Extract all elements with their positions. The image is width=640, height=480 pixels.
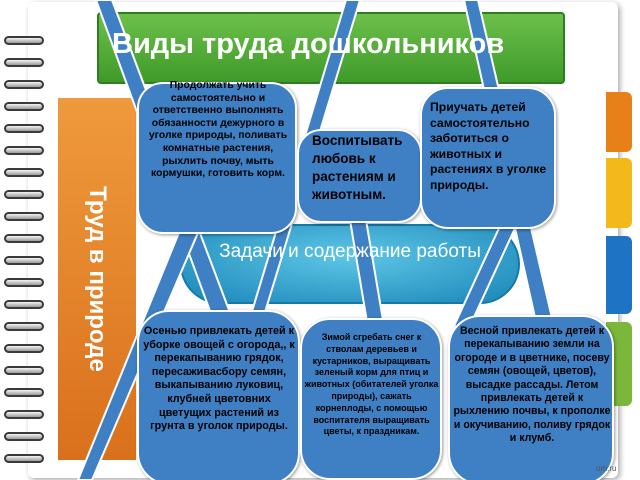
- spiral-ring: [4, 344, 44, 353]
- watermark: om.ru: [596, 464, 617, 473]
- callout-bottom-right-text: Весной привлекать детей к перекапыванию …: [453, 325, 611, 445]
- spiral-ring: [4, 322, 44, 331]
- callout-top-right-text: Приучать детей самостоятельно заботиться…: [430, 100, 547, 192]
- spiral-ring: [4, 36, 44, 45]
- callout-bottom-right: [448, 315, 614, 480]
- callout-bottom-left: [137, 310, 300, 480]
- spiral-ring: [4, 234, 44, 243]
- callout-top-right: [420, 87, 556, 229]
- spiral-ring: [4, 190, 44, 199]
- spiral-ring: [4, 388, 44, 397]
- spiral-ring: [4, 366, 44, 375]
- spiral-ring: [4, 80, 44, 89]
- tab-blue: [606, 236, 632, 314]
- spiral-ring: [4, 300, 44, 309]
- spiral-ring: [4, 432, 44, 441]
- page-title: Виды труда дошкольников: [112, 28, 505, 60]
- callout-top-middle-text: Воспитывать любовь к растениям и животны…: [312, 133, 403, 202]
- side-label-text: Труд в природе: [84, 186, 112, 372]
- callout-bottom-middle: [300, 318, 442, 480]
- spiral-ring: [4, 168, 44, 177]
- callout-bottom-left-text: Осенью привлекать детей к уборке овощей …: [143, 325, 295, 433]
- spiral-ring: [4, 212, 44, 221]
- spiral-ring: [4, 256, 44, 265]
- side-label: Труд в природе: [58, 98, 136, 460]
- spiral-ring: [4, 102, 44, 111]
- task-center-text: Задачи и содержание работы: [219, 241, 481, 262]
- callout-top-middle: [297, 129, 422, 223]
- callout-top-left: [137, 82, 297, 234]
- spiral-ring: [4, 454, 44, 463]
- spiral-ring: [4, 278, 44, 287]
- callout-top-left-text: Продолжать учить самостоятельно и ответс…: [148, 80, 288, 180]
- spiral-ring: [4, 146, 44, 155]
- tab-orange: [606, 92, 632, 152]
- spiral-ring: [4, 58, 44, 67]
- pointer-wedge: [348, 219, 386, 330]
- tab-yellow: [606, 158, 632, 228]
- spiral-ring: [4, 124, 44, 133]
- callout-bottom-middle-text: Зимой сгребать снег к стволам деревьев и…: [304, 332, 439, 437]
- spiral-binding: [0, 30, 50, 470]
- spiral-ring: [4, 410, 44, 419]
- task-oval: [180, 224, 520, 304]
